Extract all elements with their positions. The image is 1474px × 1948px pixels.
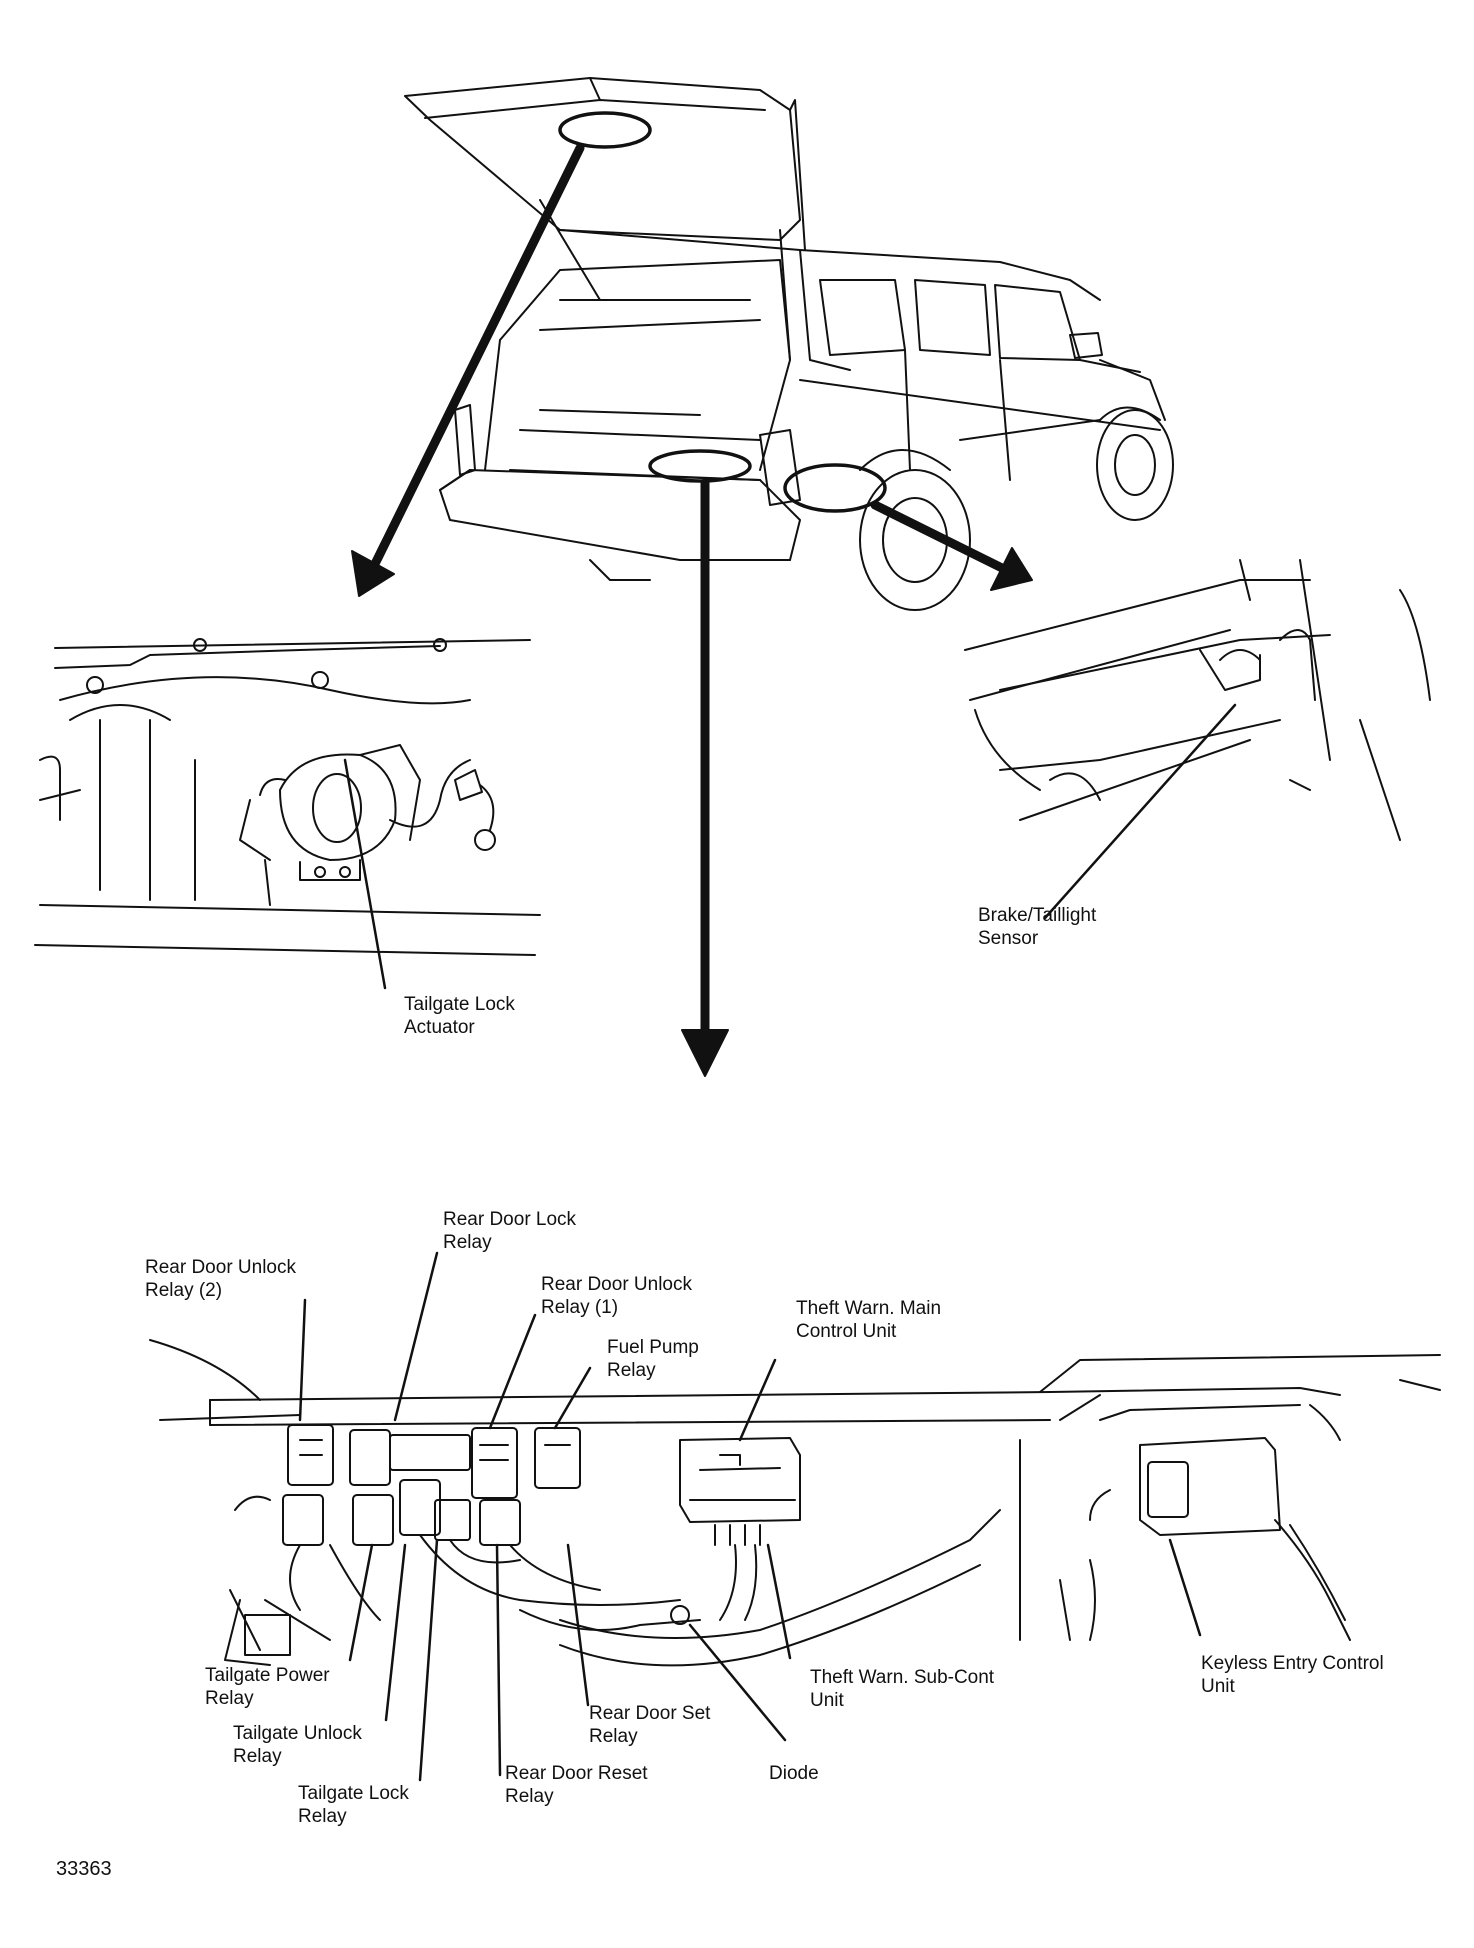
theft-warn-main-control-unit-label: Theft Warn. Main Control Unit [796, 1297, 941, 1343]
tailgate-locator-arrow [368, 143, 585, 573]
rear-door-lock-relay-line1: Rear Door Lock [443, 1209, 577, 1230]
tailgate-lock-relay-line2: Relay [298, 1806, 347, 1827]
keyless-entry-control-unit-label: Keyless Entry Control Unit [1201, 1652, 1384, 1698]
tailgate-lock-actuator-line1: Tailgate Lock [404, 994, 515, 1015]
floor-locator-ellipse [648, 449, 752, 483]
rear-door-lock-relay-line2: Relay [443, 1232, 492, 1253]
tailgate-power-relay-line1: Tailgate Power [205, 1665, 330, 1686]
rear-door-reset-relay-line2: Relay [505, 1786, 554, 1807]
sensor-inset-illustration [964, 559, 1431, 841]
vehicle-illustration [404, 77, 1174, 611]
keyless-entry-control-line2: Unit [1201, 1676, 1235, 1697]
taillight-locator-arrow [870, 500, 1007, 573]
theft-warn-sub-cont-line2: Unit [810, 1690, 844, 1711]
brake-taillight-sensor-label: Brake/Taillight Sensor [978, 904, 1096, 950]
taillight-locator-ellipse [783, 463, 887, 513]
tailgate-lock-actuator-label: Tailgate Lock Actuator [404, 993, 515, 1039]
leader-lines [298, 703, 1237, 1782]
tailgate-unlock-relay-label: Tailgate Unlock Relay [233, 1722, 362, 1768]
rear-door-unlock-relay-1-line1: Rear Door Unlock [541, 1274, 692, 1295]
tailgate-locator-ellipse [558, 111, 652, 149]
diode-label: Diode [769, 1762, 819, 1785]
rear-door-unlock-relay-2-line1: Rear Door Unlock [145, 1257, 296, 1278]
rear-door-set-relay-label: Rear Door Set Relay [589, 1702, 710, 1748]
fuel-pump-relay-label: Fuel Pump Relay [607, 1336, 699, 1382]
tailgate-lock-relay-line1: Tailgate Lock [298, 1783, 409, 1804]
rear-door-set-relay-line2: Relay [589, 1726, 638, 1747]
tailgate-unlock-relay-line1: Tailgate Unlock [233, 1723, 362, 1744]
theft-warn-sub-cont-unit-label: Theft Warn. Sub-Cont Unit [810, 1666, 994, 1712]
rear-door-set-relay-line1: Rear Door Set [589, 1703, 711, 1724]
rear-door-unlock-relay-2-label: Rear Door Unlock Relay (2) [145, 1256, 296, 1302]
fuel-pump-relay-line2: Relay [607, 1360, 656, 1381]
locator-arrows [351, 143, 1033, 1077]
rear-door-lock-relay-label: Rear Door Lock Relay [443, 1208, 576, 1254]
keyless-entry-control-line1: Keyless Entry Control [1201, 1653, 1384, 1674]
figure-number: 33363 [56, 1858, 112, 1880]
tailgate-lock-actuator-line2: Actuator [404, 1017, 475, 1038]
fuel-pump-relay-line1: Fuel Pump [607, 1337, 699, 1358]
diode-line1: Diode [769, 1763, 819, 1784]
tailgate-lock-relay-label: Tailgate Lock Relay [298, 1782, 409, 1828]
brake-taillight-sensor-line2: Sensor [978, 928, 1039, 949]
tailgate-power-relay-line2: Relay [205, 1688, 254, 1709]
relay-panel-illustration [149, 1339, 1441, 1667]
theft-warn-main-line2: Control Unit [796, 1321, 897, 1342]
rear-door-unlock-relay-1-line2: Relay (1) [541, 1297, 619, 1318]
rear-door-unlock-relay-1-label: Rear Door Unlock Relay (1) [541, 1273, 692, 1319]
theft-warn-sub-cont-line1: Theft Warn. Sub-Cont [810, 1667, 995, 1688]
tailgate-inset-illustration [34, 638, 541, 956]
rear-door-reset-relay-label: Rear Door Reset Relay [505, 1762, 648, 1808]
rear-door-reset-relay-line1: Rear Door Reset [505, 1763, 648, 1784]
tailgate-power-relay-label: Tailgate Power Relay [205, 1664, 330, 1710]
tailgate-unlock-relay-line2: Relay [233, 1746, 282, 1767]
theft-warn-main-line1: Theft Warn. Main [796, 1298, 942, 1319]
rear-door-unlock-relay-2-line2: Relay (2) [145, 1280, 223, 1301]
brake-taillight-sensor-line1: Brake/Taillight [978, 905, 1097, 926]
